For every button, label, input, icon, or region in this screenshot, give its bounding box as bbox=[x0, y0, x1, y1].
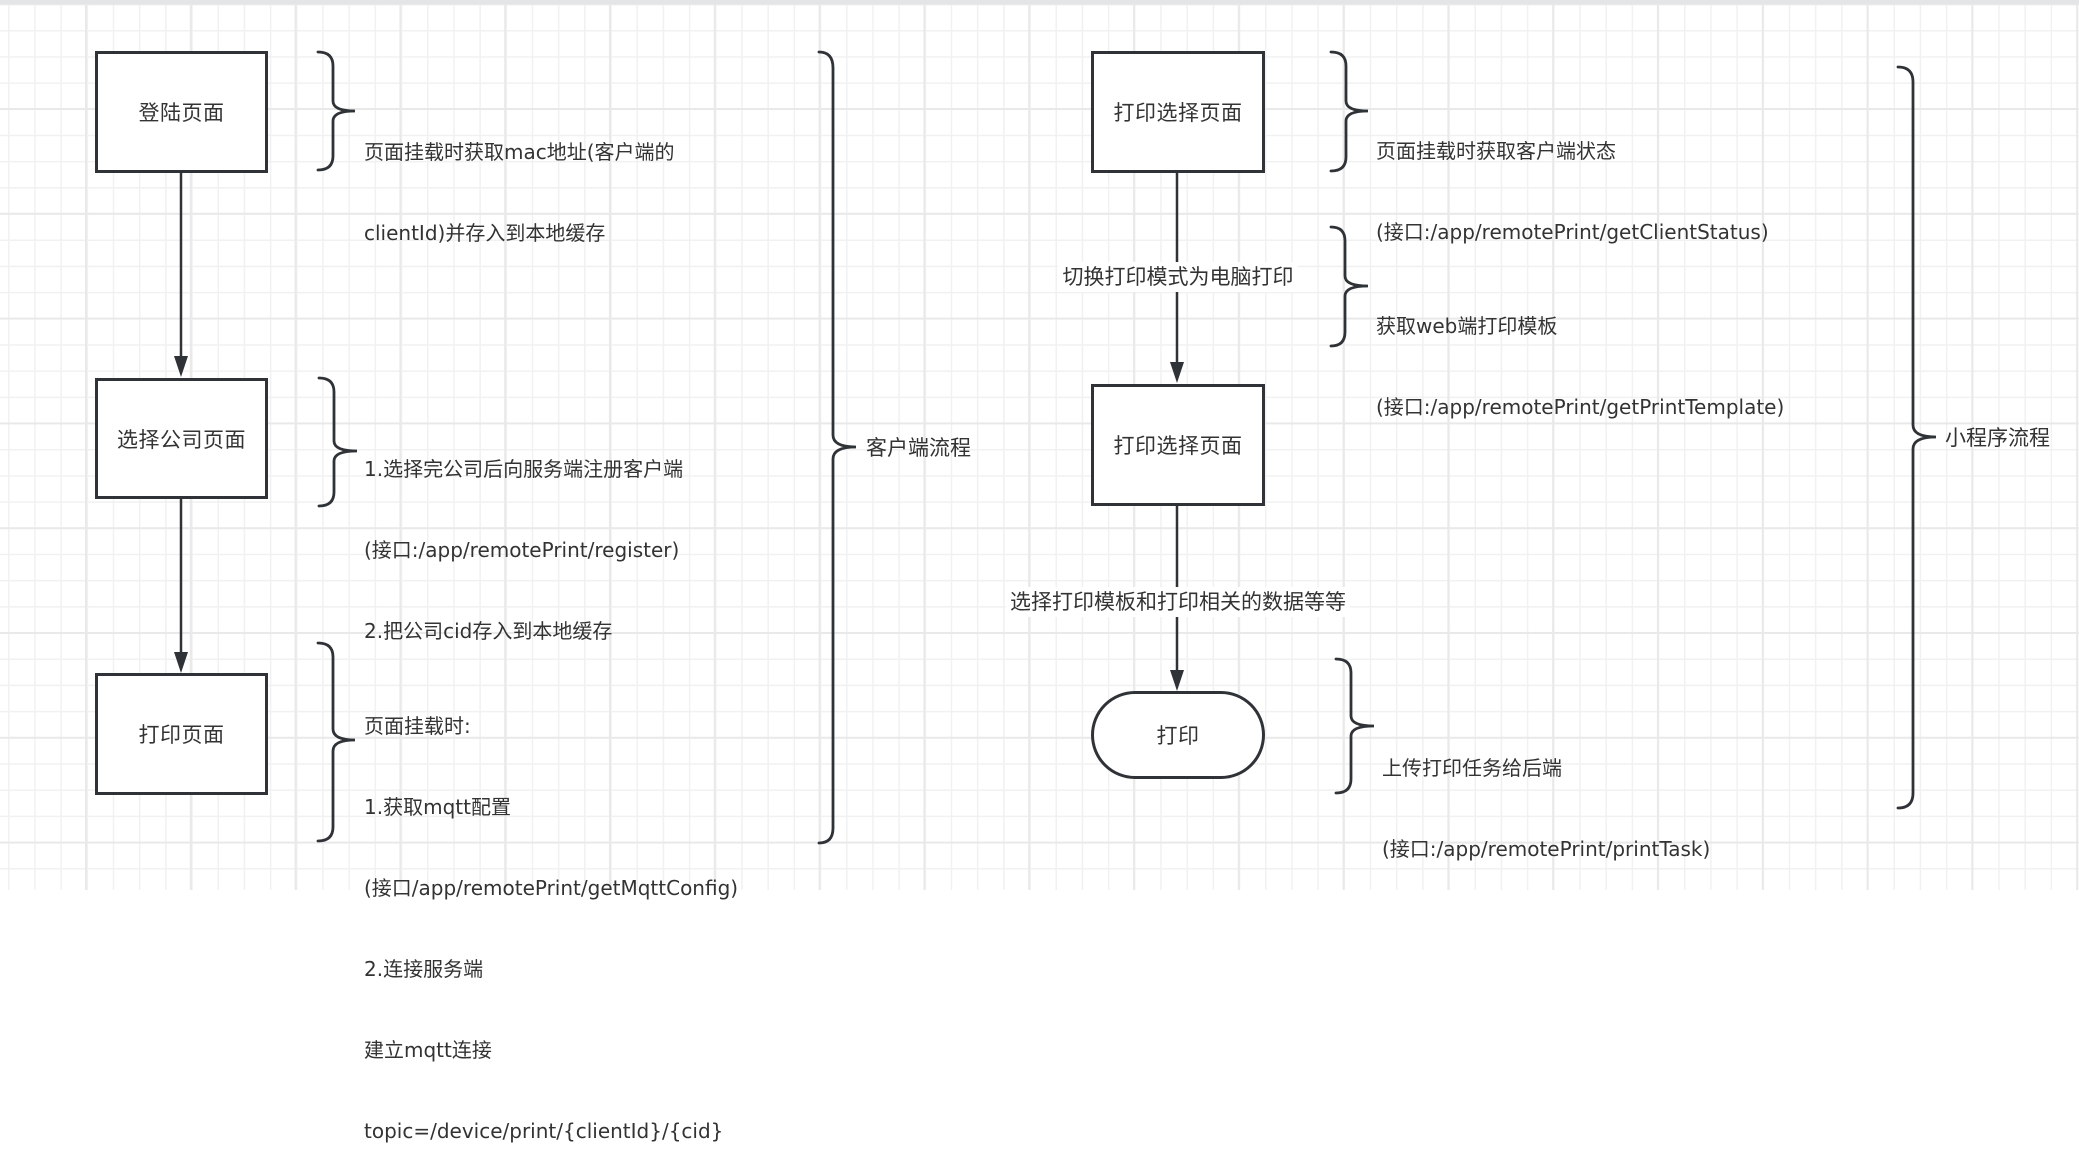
note-login-page[interactable]: 页面挂载时获取mac地址(客户端的 clientId)并存入到本地缓存 bbox=[364, 85, 675, 274]
note-print-task[interactable]: 上传打印任务给后端 (接口:/app/remotePrint/printTask… bbox=[1382, 701, 1710, 890]
note-line: 页面挂载时获取客户端状态 bbox=[1376, 139, 1616, 163]
group-label-miniprogram-flow[interactable]: 小程序流程 bbox=[1945, 426, 2050, 450]
brace-icon bbox=[1896, 65, 1937, 810]
edge-label-switch-mode[interactable]: 切换打印模式为电脑打印 bbox=[1058, 262, 1298, 292]
brace-icon bbox=[1329, 50, 1369, 173]
note-line: (接口/app/remotePrint/getMqttConfig) bbox=[364, 876, 739, 900]
node-print-select-page-1[interactable]: 打印选择页面 bbox=[1091, 51, 1265, 173]
node-select-company-page[interactable]: 选择公司页面 bbox=[95, 378, 268, 499]
canvas-grid bbox=[0, 4, 2079, 890]
node-label: 打印选择页面 bbox=[1113, 101, 1243, 125]
note-line: clientId)并存入到本地缓存 bbox=[364, 221, 606, 245]
arrowhead-icon bbox=[1170, 670, 1184, 691]
node-label: 选择公司页面 bbox=[117, 427, 246, 452]
node-label: 打印选择页面 bbox=[1113, 434, 1243, 458]
note-line: 2.把公司cid存入到本地缓存 bbox=[364, 619, 613, 643]
brace-icon bbox=[317, 376, 358, 508]
note-line: 1.获取mqtt配置 bbox=[364, 795, 511, 819]
node-print-select-page-2[interactable]: 打印选择页面 bbox=[1091, 384, 1265, 506]
note-line: 1.选择完公司后向服务端注册客户端 bbox=[364, 457, 684, 481]
brace-icon bbox=[817, 50, 857, 845]
note-print-page[interactable]: 页面挂载时: 1.获取mqtt配置 (接口/app/remotePrint/ge… bbox=[364, 659, 738, 1172]
note-line: 2.连接服务端 bbox=[364, 957, 484, 981]
group-label-client-flow[interactable]: 客户端流程 bbox=[866, 436, 971, 460]
note-get-print-template[interactable]: 获取web端打印模板 (接口:/app/remotePrint/getPrint… bbox=[1376, 259, 1784, 448]
arrowhead-icon bbox=[174, 356, 188, 377]
note-line: topic=/device/print/{clientId}/{cid} bbox=[364, 1119, 724, 1143]
node-login-page[interactable]: 登陆页面 bbox=[95, 51, 268, 173]
note-line: (接口:/app/remotePrint/getClientStatus) bbox=[1376, 220, 1769, 244]
note-line: (接口:/app/remotePrint/getPrintTemplate) bbox=[1376, 395, 1785, 419]
brace-icon bbox=[316, 641, 356, 843]
top-bar bbox=[0, 0, 2079, 4]
node-label: 登陆页面 bbox=[138, 101, 225, 125]
brace-icon bbox=[1334, 657, 1375, 795]
note-line: 页面挂载时获取mac地址(客户端的 bbox=[364, 140, 675, 164]
arrowhead-icon bbox=[1170, 362, 1184, 383]
note-line: 页面挂载时: bbox=[364, 714, 471, 738]
note-line: 获取web端打印模板 bbox=[1376, 314, 1558, 338]
edge-select-company-to-print-page[interactable] bbox=[174, 498, 188, 673]
brace-icon bbox=[316, 50, 356, 172]
note-line: 建立mqtt连接 bbox=[364, 1038, 492, 1062]
edge-label-select-template[interactable]: 选择打印模板和打印相关的数据等等 bbox=[1006, 587, 1350, 617]
node-label: 打印页面 bbox=[138, 723, 225, 747]
note-line: (接口:/app/remotePrint/printTask) bbox=[1382, 837, 1711, 861]
connector-layer bbox=[174, 50, 1937, 845]
note-line: (接口:/app/remotePrint/register) bbox=[364, 538, 680, 562]
note-select-company-page[interactable]: 1.选择完公司后向服务端注册客户端 (接口:/app/remotePrint/r… bbox=[364, 402, 683, 672]
node-label: 打印 bbox=[1156, 724, 1200, 748]
node-print-page[interactable]: 打印页面 bbox=[95, 673, 268, 795]
brace-icon bbox=[1329, 225, 1369, 348]
node-print-terminator[interactable]: 打印 bbox=[1091, 691, 1265, 779]
note-print-select-page-1[interactable]: 页面挂载时获取客户端状态 (接口:/app/remotePrint/getCli… bbox=[1376, 84, 1769, 273]
arrowhead-icon bbox=[174, 652, 188, 673]
edge-login-to-select-company[interactable] bbox=[174, 172, 188, 377]
note-line: 上传打印任务给后端 bbox=[1382, 756, 1562, 780]
